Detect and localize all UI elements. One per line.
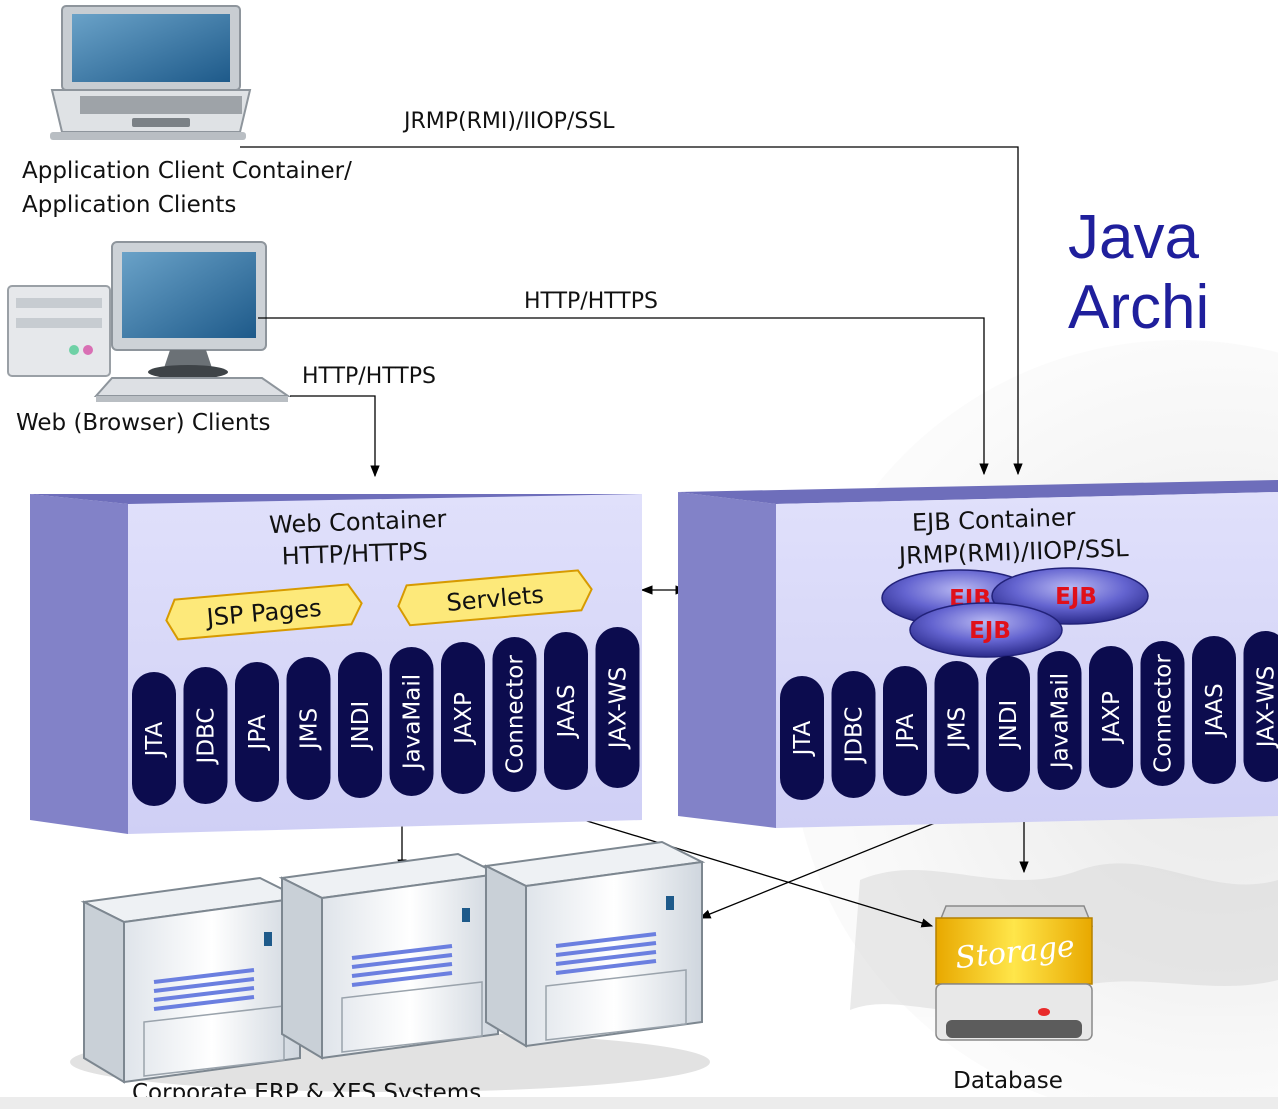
api-pill-label: JAXP <box>1099 691 1125 745</box>
api-pill: JDBC <box>831 671 876 798</box>
api-pill: JAAS <box>1192 636 1236 784</box>
web-client-label: Web (Browser) Clients <box>16 410 270 436</box>
ejb-container: EJB Container JRMP(RMI)/IIOP/SSL EJB EJB… <box>678 480 1278 828</box>
api-pill: Connector <box>1140 641 1185 786</box>
api-pill: JMS <box>934 661 979 794</box>
web-container-protocol: HTTP/HTTPS <box>281 537 428 570</box>
api-pill-label: JDBC <box>194 708 220 766</box>
database-label: Database <box>953 1068 1063 1094</box>
server-tower-icon <box>482 840 706 1048</box>
app-client-label-line-1: Application Client Container/ <box>22 158 352 184</box>
ejb-bean: EJB <box>909 602 1063 658</box>
api-pill-label: JavaMail <box>1048 673 1074 770</box>
servers-group <box>70 840 710 1092</box>
server-tower-icon <box>278 852 502 1060</box>
api-pill-label: JPA <box>893 713 919 750</box>
api-pill: JavaMail <box>389 647 434 796</box>
api-pill-label: JAX-WS <box>606 667 632 750</box>
web-api-pills: JTA JDBC JPA JMS JNDI JavaMail JAXP Connector JA… <box>132 627 640 806</box>
api-pill: JAXP <box>441 642 485 794</box>
web-container-title: Web Container <box>269 505 447 539</box>
api-pill: JavaMail <box>1037 651 1082 790</box>
api-pill-label: JMS <box>945 707 971 750</box>
api-pill-label: JPA <box>245 714 271 751</box>
api-pill-label: JAXP <box>451 692 477 746</box>
api-pill-label: JNDI <box>348 701 374 751</box>
ejb-container-title: EJB Container <box>911 503 1076 537</box>
api-pill-label: JAAS <box>1202 683 1228 738</box>
api-pill: JDBC <box>183 667 228 804</box>
label-browser-to-ejb: HTTP/HTTPS <box>524 289 658 314</box>
ejb-beans: EJB EJB EJB <box>881 567 1149 658</box>
server-tower-icon <box>80 876 304 1084</box>
ejb-api-pills: JTA JDBC JPA JMS JNDI JavaMail JAXP Connector JA… <box>780 631 1278 800</box>
label-browser-to-web: HTTP/HTTPS <box>302 364 436 389</box>
api-pill-label: JAX-WS <box>1254 666 1278 749</box>
arrow-browser-to-web <box>290 395 380 478</box>
api-pill-label: Connector <box>1151 654 1177 773</box>
api-pill: JPA <box>235 662 279 802</box>
api-pill: JPA <box>883 666 927 796</box>
svg-text:EJB: EJB <box>1055 584 1097 610</box>
label-app-to-ejb: JRMP(RMI)/IIOP/SSL <box>402 109 615 134</box>
web-container: Web Container HTTP/HTTPS JSP Pages Servl… <box>30 494 642 834</box>
api-pill-label: JTA <box>142 721 168 758</box>
app-client-label-line-2: Application Clients <box>22 192 236 218</box>
laptop-icon <box>50 5 252 140</box>
api-pill: JTA <box>132 672 176 806</box>
api-pill: Connector <box>492 637 537 792</box>
title-line-1: Java <box>1068 203 1199 272</box>
title-line-2: Archi <box>1068 273 1209 342</box>
arrow-ejb-to-erp <box>698 807 973 919</box>
api-pill: JNDI <box>986 656 1030 792</box>
database-icon: Storage <box>935 905 1094 1041</box>
bottom-bar <box>0 1097 1278 1109</box>
api-pill-label: JTA <box>790 720 816 757</box>
arrow-app-to-ejb <box>240 146 1023 476</box>
api-pill: JNDI <box>338 652 382 798</box>
api-pill-label: JAAS <box>554 684 580 739</box>
api-pill-label: JNDI <box>996 700 1022 750</box>
svg-text:EJB: EJB <box>969 618 1011 644</box>
api-pill: JMS <box>286 657 331 800</box>
desktop-computer-icon <box>7 241 292 402</box>
api-pill: JTA <box>780 676 824 800</box>
api-pill: JAXP <box>1089 646 1133 788</box>
api-pill-label: Connector <box>503 655 529 774</box>
api-pill: JAX-WS <box>1243 631 1278 782</box>
api-pill: JAX-WS <box>595 627 640 788</box>
api-pill: JAAS <box>544 632 588 790</box>
api-pill-label: JDBC <box>842 707 868 765</box>
api-pill-label: JavaMail <box>400 674 426 771</box>
arrow-browser-to-ejb <box>258 317 989 476</box>
api-pill-label: JMS <box>297 708 323 751</box>
servlets-component: Servlets <box>397 569 593 627</box>
jsp-pages-component: JSP Pages <box>165 583 363 641</box>
